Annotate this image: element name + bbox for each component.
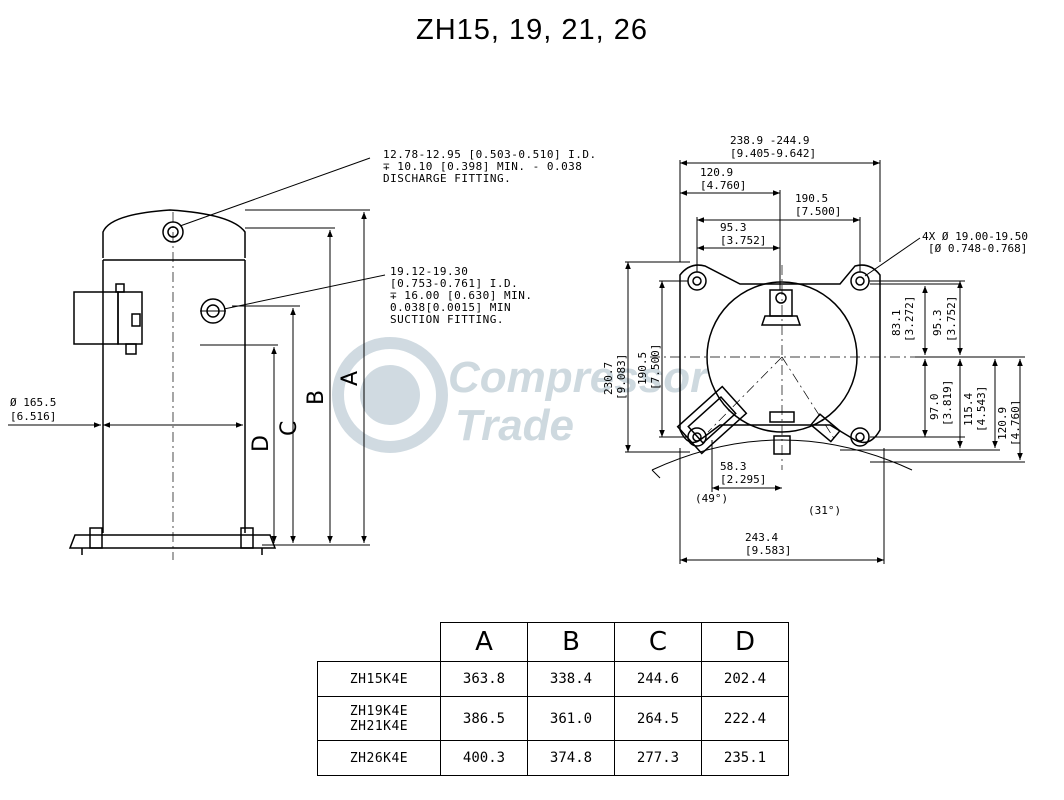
svg-text:DISCHARGE FITTING.: DISCHARGE FITTING. bbox=[383, 172, 511, 185]
svg-text:[6.516]: [6.516] bbox=[10, 410, 56, 423]
value-b: 361.0 bbox=[527, 696, 615, 741]
dim-58-3: 58.3 [2.295] bbox=[720, 460, 766, 486]
suction-note: 19.12-19.30 [0.753-0.761] I.D. ∓ 16.00 [… bbox=[390, 265, 532, 326]
dim-letter-b: B bbox=[304, 390, 329, 405]
dim-letter-d: D bbox=[249, 435, 274, 452]
svg-text:SUCTION FITTING.: SUCTION FITTING. bbox=[390, 313, 504, 326]
watermark-line2: Trade bbox=[455, 401, 574, 450]
top-view bbox=[650, 264, 915, 479]
svg-text:[0.753-0.761] I.D.: [0.753-0.761] I.D. bbox=[390, 277, 518, 290]
svg-text:[3.752]: [3.752] bbox=[945, 296, 958, 342]
dim-230-7: 230.7 [9.083] bbox=[602, 354, 628, 400]
model-cell: ZH19K4E ZH21K4E bbox=[317, 696, 441, 741]
svg-text:[2.295]: [2.295] bbox=[720, 473, 766, 486]
watermark: Compressor Trade bbox=[332, 337, 710, 453]
dim-243-4: 243.4 [9.583] bbox=[745, 531, 791, 557]
angle-31: (31°) bbox=[808, 504, 841, 517]
svg-text:95.3: 95.3 bbox=[720, 221, 747, 234]
diameter-label: Ø 165.5 [6.516] bbox=[10, 396, 56, 423]
svg-text:[4.543]: [4.543] bbox=[975, 386, 988, 432]
column-header-c: C bbox=[614, 622, 702, 662]
svg-text:[9.583]: [9.583] bbox=[745, 544, 791, 557]
dim-120-9-top: 120.9 [4.760] bbox=[700, 166, 746, 192]
svg-text:97.0: 97.0 bbox=[928, 394, 941, 421]
svg-text:19.12-19.30: 19.12-19.30 bbox=[390, 265, 468, 278]
dim-letter-a: A bbox=[338, 371, 363, 386]
svg-text:243.4: 243.4 bbox=[745, 531, 778, 544]
column-header-d: D bbox=[701, 622, 789, 662]
value-a: 363.8 bbox=[440, 661, 528, 697]
svg-text:230.7: 230.7 bbox=[602, 362, 615, 395]
svg-text:120.9: 120.9 bbox=[996, 407, 1009, 440]
table-header-row: A B C D bbox=[318, 622, 789, 662]
dimension-table: A B C D ZH15K4E 363.8 338.4 244.6 202.4 … bbox=[317, 622, 789, 776]
svg-text:238.9 -244.9: 238.9 -244.9 bbox=[730, 134, 809, 147]
dim-mount-holes: 4X Ø 19.00-19.50 [Ø 0.748-0.768] bbox=[922, 230, 1028, 255]
column-header-b: B bbox=[527, 622, 615, 662]
angle-49: (49°) bbox=[695, 492, 728, 505]
value-d: 202.4 bbox=[701, 661, 789, 697]
dim-letter-c: C bbox=[277, 421, 302, 436]
svg-text:[4.760]: [4.760] bbox=[700, 179, 746, 192]
svg-text:95.3: 95.3 bbox=[931, 310, 944, 337]
dim-overall-width: 238.9 -244.9 [9.405-9.642] bbox=[730, 134, 816, 160]
svg-text:[7.500]: [7.500] bbox=[795, 205, 841, 218]
svg-text:120.9: 120.9 bbox=[700, 166, 733, 179]
dim-95-3-right: 95.3 [3.752] bbox=[931, 296, 958, 342]
svg-text:115.4: 115.4 bbox=[962, 393, 975, 426]
model-name: ZH21K4E bbox=[349, 718, 409, 734]
dim-120-9-right: 120.9 [4.760] bbox=[996, 400, 1022, 446]
top-view-dimensions bbox=[625, 160, 1025, 564]
svg-text:190.5: 190.5 bbox=[636, 352, 649, 385]
model-name: ZH19K4E bbox=[349, 703, 409, 719]
svg-text:0.038[0.0015] MIN: 0.038[0.0015] MIN bbox=[390, 301, 511, 314]
page-title: ZH15, 19, 21, 26 bbox=[415, 14, 649, 46]
dim-115-4: 115.4 [4.543] bbox=[962, 386, 988, 432]
side-view bbox=[8, 157, 386, 560]
value-c: 277.3 bbox=[614, 740, 702, 776]
svg-text:58.3: 58.3 bbox=[720, 460, 747, 473]
svg-text:4X Ø 19.00-19.50: 4X Ø 19.00-19.50 bbox=[922, 230, 1028, 243]
dim-97-0: 97.0 [3.819] bbox=[928, 380, 954, 426]
svg-text:Ø 165.5: Ø 165.5 bbox=[10, 396, 56, 409]
value-b: 374.8 bbox=[527, 740, 615, 776]
svg-text:[Ø 0.748-0.768]: [Ø 0.748-0.768] bbox=[928, 242, 1027, 255]
value-a: 400.3 bbox=[440, 740, 528, 776]
model-cell: ZH26K4E bbox=[317, 740, 441, 776]
watermark-line1: Compressor bbox=[448, 353, 710, 402]
dim-190-5-top: 190.5 [7.500] bbox=[795, 192, 841, 218]
svg-text:[9.405-9.642]: [9.405-9.642] bbox=[730, 147, 816, 160]
svg-text:[3.819]: [3.819] bbox=[941, 380, 954, 426]
value-d: 222.4 bbox=[701, 696, 789, 741]
table-corner bbox=[318, 623, 441, 662]
discharge-note: 12.78-12.95 [0.503-0.510] I.D. ∓ 10.10 [… bbox=[383, 148, 597, 185]
svg-text:[7.500]: [7.500] bbox=[649, 344, 662, 390]
dim-95-3-top: 95.3 [3.752] bbox=[720, 221, 766, 247]
svg-text:12.78-12.95 [0.503-0.510] I.D.: 12.78-12.95 [0.503-0.510] I.D. bbox=[383, 148, 597, 161]
svg-text:83.1: 83.1 bbox=[890, 310, 903, 337]
column-header-a: A bbox=[440, 622, 528, 662]
dim-190-5-left: 190.5 [7.500] bbox=[636, 344, 662, 390]
value-c: 244.6 bbox=[614, 661, 702, 697]
value-c: 264.5 bbox=[614, 696, 702, 741]
svg-text:[9.083]: [9.083] bbox=[615, 354, 628, 400]
value-b: 338.4 bbox=[527, 661, 615, 697]
svg-text:∓ 16.00 [0.630] MIN.: ∓ 16.00 [0.630] MIN. bbox=[390, 289, 532, 302]
svg-text:[3.752]: [3.752] bbox=[720, 234, 766, 247]
svg-text:∓ 10.10 [0.398] MIN. - 0.038: ∓ 10.10 [0.398] MIN. - 0.038 bbox=[383, 160, 582, 173]
value-d: 235.1 bbox=[701, 740, 789, 776]
table-row: ZH26K4E 400.3 374.8 277.3 235.1 bbox=[317, 740, 789, 776]
model-cell: ZH15K4E bbox=[317, 661, 441, 697]
svg-text:190.5: 190.5 bbox=[795, 192, 828, 205]
table-row: ZH15K4E 363.8 338.4 244.6 202.4 bbox=[317, 661, 789, 697]
svg-text:[3.272]: [3.272] bbox=[903, 296, 916, 342]
svg-text:[4.760]: [4.760] bbox=[1009, 400, 1022, 446]
table-row: ZH19K4E ZH21K4E 386.5 361.0 264.5 222.4 bbox=[317, 696, 789, 741]
value-a: 386.5 bbox=[440, 696, 528, 741]
dim-83-1: 83.1 [3.272] bbox=[890, 296, 916, 342]
